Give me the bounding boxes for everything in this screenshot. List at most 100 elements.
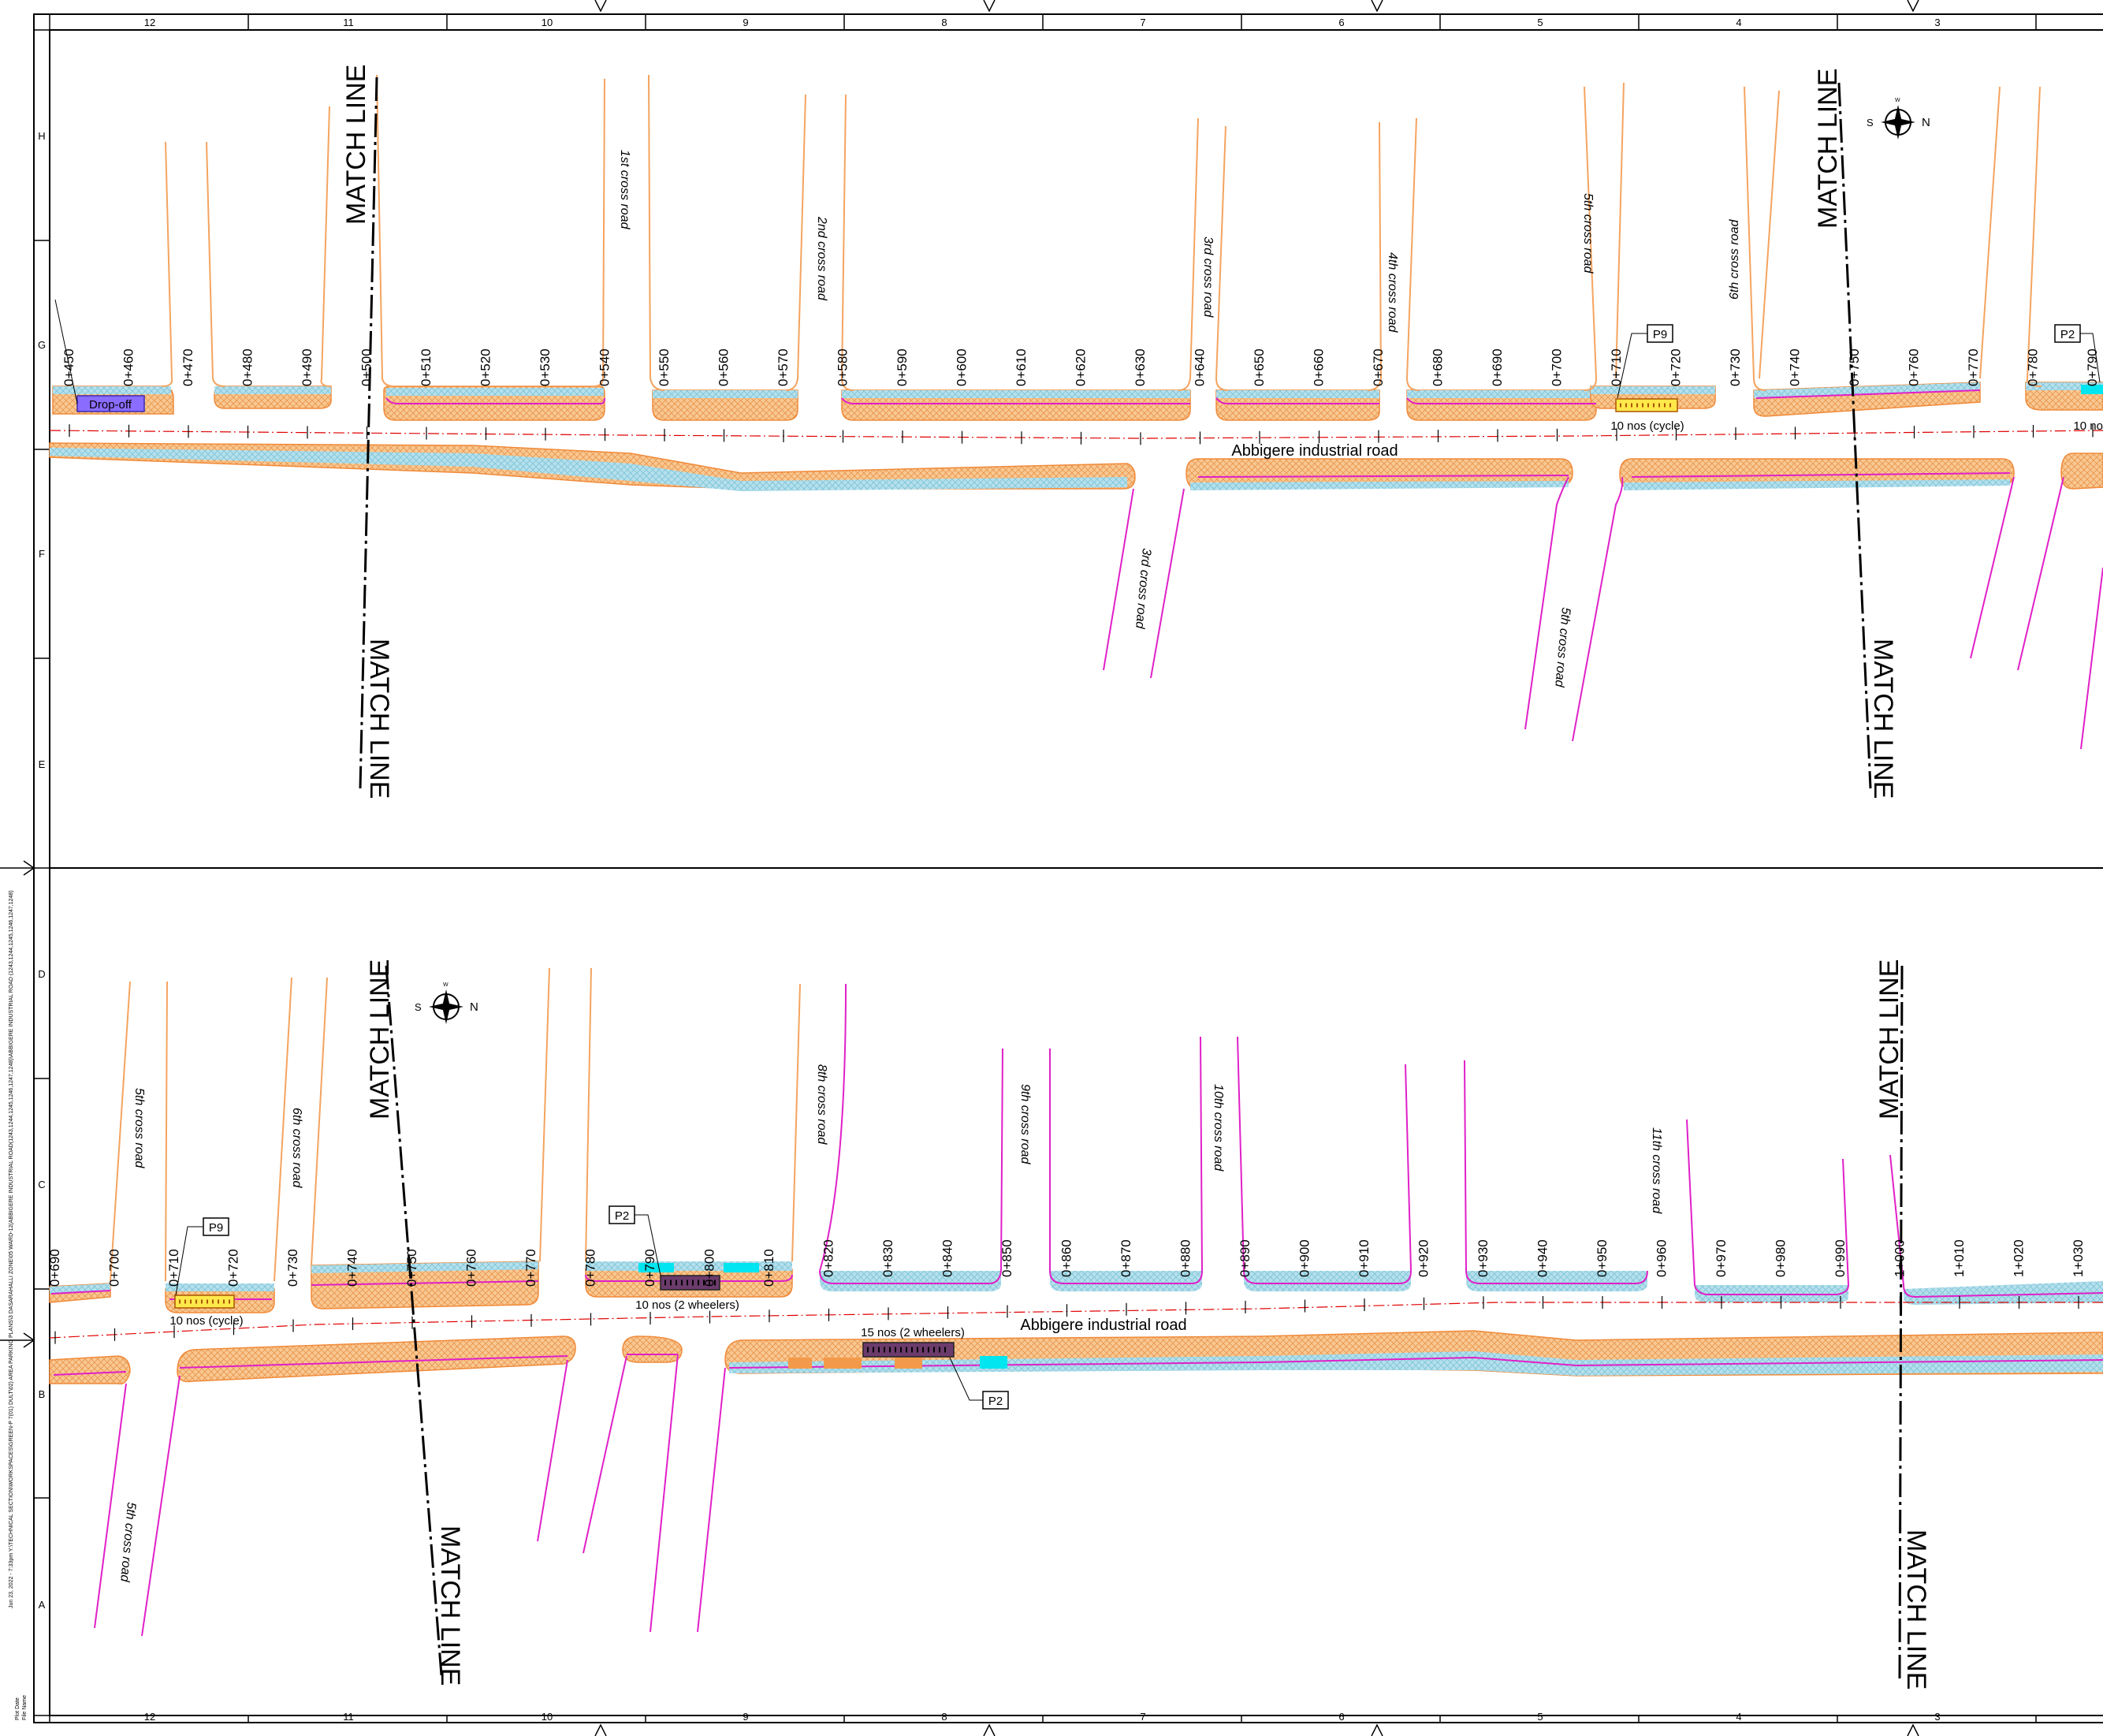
grid-row-D: D	[38, 968, 45, 980]
chainage-bottom-0-810: 0+810	[761, 1249, 776, 1287]
top-match-lines	[359, 76, 1872, 789]
compass-bottom-w: W	[443, 982, 449, 988]
chainage-bottom-0-970: 0+970	[1714, 1239, 1729, 1277]
chainage-top-0-780: 0+780	[2026, 348, 2041, 386]
chainage-bottom-0-920: 0+920	[1416, 1239, 1431, 1277]
chainage-bottom-0-980: 0+980	[1774, 1239, 1788, 1277]
chainage-top-0-660: 0+660	[1312, 348, 1327, 386]
chainage-top-0-490: 0+490	[300, 348, 315, 386]
tag-p2-top-label: P2	[2060, 328, 2075, 341]
parking-orange-b1	[788, 1358, 812, 1369]
chainage-top-0-720: 0+720	[1669, 348, 1684, 386]
chainage-bottom-0-870: 0+870	[1118, 1239, 1133, 1277]
chainage-bottom-0-790: 0+790	[642, 1249, 657, 1287]
parking-note-bottom-2w-1: 10 nos (2 wheelers)	[635, 1298, 739, 1312]
chainage-top-0-610: 0+610	[1014, 348, 1029, 386]
chainage-bottom-0-730: 0+730	[285, 1249, 300, 1287]
chainage-bottom-0-820: 0+820	[821, 1239, 836, 1277]
chainage-top-0-670: 0+670	[1371, 348, 1386, 386]
chainage-bottom-0-700: 0+700	[107, 1249, 122, 1287]
chainage-top-0-520: 0+520	[478, 348, 493, 386]
compass-top-s: S	[1867, 117, 1874, 129]
grid-col-top-9: 9	[743, 17, 748, 28]
parking-cyan-b2	[724, 1263, 759, 1272]
chainage-top-0-620: 0+620	[1074, 348, 1089, 386]
chainage-top-0-700: 0+700	[1550, 348, 1565, 386]
grid-row-B: B	[39, 1388, 46, 1400]
bottom-cross-8th: 8th cross road	[815, 1064, 828, 1145]
grid-border-ticks	[34, 0, 2037, 1736]
chainage-top-0-590: 0+590	[895, 348, 910, 386]
bottom-match-lines	[385, 965, 1904, 1680]
top-match-label-1: MATCH LINE	[341, 65, 371, 225]
chainage-top-0-550: 0+550	[657, 348, 672, 386]
top-panel: Drop-off 10 nos (cycle) P9 P2 10 no Abbi…	[49, 65, 2103, 799]
chainage-top-0-540: 0+540	[597, 348, 612, 386]
grid-col-top-6: 6	[1338, 17, 1344, 28]
chainage-bottom-0-990: 0+990	[1833, 1239, 1848, 1277]
sheet-frame	[0, 13, 2103, 1723]
grid-col-top-4: 4	[1736, 17, 1741, 28]
chainage-top-0-730: 0+730	[1728, 348, 1743, 386]
top-road-name: Abbigere industrial road	[1231, 442, 1398, 460]
grid-row-F: F	[39, 548, 45, 560]
chainage-bottom-0-860: 0+860	[1059, 1239, 1074, 1277]
chainage-bottom-0-800: 0+800	[702, 1249, 717, 1287]
chainage-top-0-650: 0+650	[1252, 348, 1267, 386]
chainage-top-0-560: 0+560	[717, 348, 731, 386]
bottom-cross-5th: 5th cross road	[132, 1088, 146, 1168]
chainage-top-0-600: 0+600	[955, 348, 970, 386]
bottom-cross-11th: 11th cross road	[1650, 1127, 1663, 1214]
bottom-south-cross-edges	[94, 1354, 726, 1637]
top-road-centerline	[49, 430, 2103, 439]
two-wheeler-parking-b1	[660, 1275, 720, 1291]
tag-p2-bottom-1-label: P2	[615, 1209, 629, 1223]
top-cross-2nd: 2nd cross road	[815, 216, 828, 301]
grid-col-bottom-12: 12	[144, 1711, 155, 1723]
chainage-bottom-0-880: 0+880	[1178, 1239, 1193, 1277]
chainage-top-0-640: 0+640	[1193, 348, 1208, 386]
parking-orange-b2	[824, 1358, 862, 1369]
top-cross-5th: 5th cross road	[1581, 193, 1595, 274]
bottom-south-footpath	[49, 1330, 2103, 1385]
chainage-bottom-0-900: 0+900	[1297, 1239, 1312, 1277]
chainage-top-0-760: 0+760	[1907, 348, 1922, 386]
chainage-bottom-0-750: 0+750	[404, 1249, 419, 1287]
compass-bottom: N S W	[415, 982, 478, 1024]
top-north-cross-edges	[161, 74, 2042, 391]
chainage-bottom-0-890: 0+890	[1238, 1239, 1252, 1277]
bottom-centerline-ticks	[54, 1296, 2079, 1344]
bottom-road-name: Abbigere industrial road	[1020, 1317, 1186, 1334]
drop-off-label: Drop-off	[89, 398, 132, 412]
chainage-bottom-0-910: 0+910	[1357, 1239, 1372, 1277]
grid-row-A: A	[39, 1599, 46, 1611]
chainage-bottom-0-960: 0+960	[1654, 1239, 1669, 1277]
cycle-parking-bottom	[174, 1295, 235, 1309]
grid-col-bottom-3: 3	[1934, 1711, 1940, 1723]
chainage-top-0-460: 0+460	[121, 348, 136, 386]
top-south-cross-edges	[1103, 476, 2103, 750]
top-centerline-ticks	[69, 424, 2094, 445]
parking-note-bottom-2w-2: 15 nos (2 wheelers)	[861, 1326, 965, 1339]
bottom-panel: 10 nos (cycle) P9 10 nos (2 wheelers) P2…	[47, 959, 2103, 1689]
grid-col-top-3: 3	[1934, 17, 1940, 28]
grid-col-bottom-6: 6	[1338, 1711, 1344, 1723]
chainage-top-0-500: 0+500	[359, 348, 374, 386]
tag-p9-bottom-label: P9	[209, 1221, 223, 1235]
chainage-top-0-680: 0+680	[1431, 348, 1446, 386]
chainage-top-0-750: 0+750	[1847, 348, 1862, 386]
compass-top-n: N	[1922, 116, 1930, 129]
chainage-top-0-470: 0+470	[181, 348, 195, 386]
chainage-bottom-0-830: 0+830	[880, 1239, 895, 1277]
chainage-top-0-790: 0+790	[2085, 348, 2100, 386]
grid-row-H: H	[38, 130, 45, 142]
top-cross-4th: 4th cross road	[1386, 252, 1399, 333]
grid-col-bottom-4: 4	[1736, 1711, 1741, 1723]
top-cross-3rd: 3rd cross road	[1201, 237, 1215, 318]
bottom-match-label-3: MATCH LINE	[1874, 959, 1904, 1119]
bottom-cross-9th: 9th cross road	[1018, 1084, 1032, 1164]
grid-col-top-12: 12	[144, 17, 155, 28]
plot-date-label: Plot Date	[15, 1697, 20, 1720]
